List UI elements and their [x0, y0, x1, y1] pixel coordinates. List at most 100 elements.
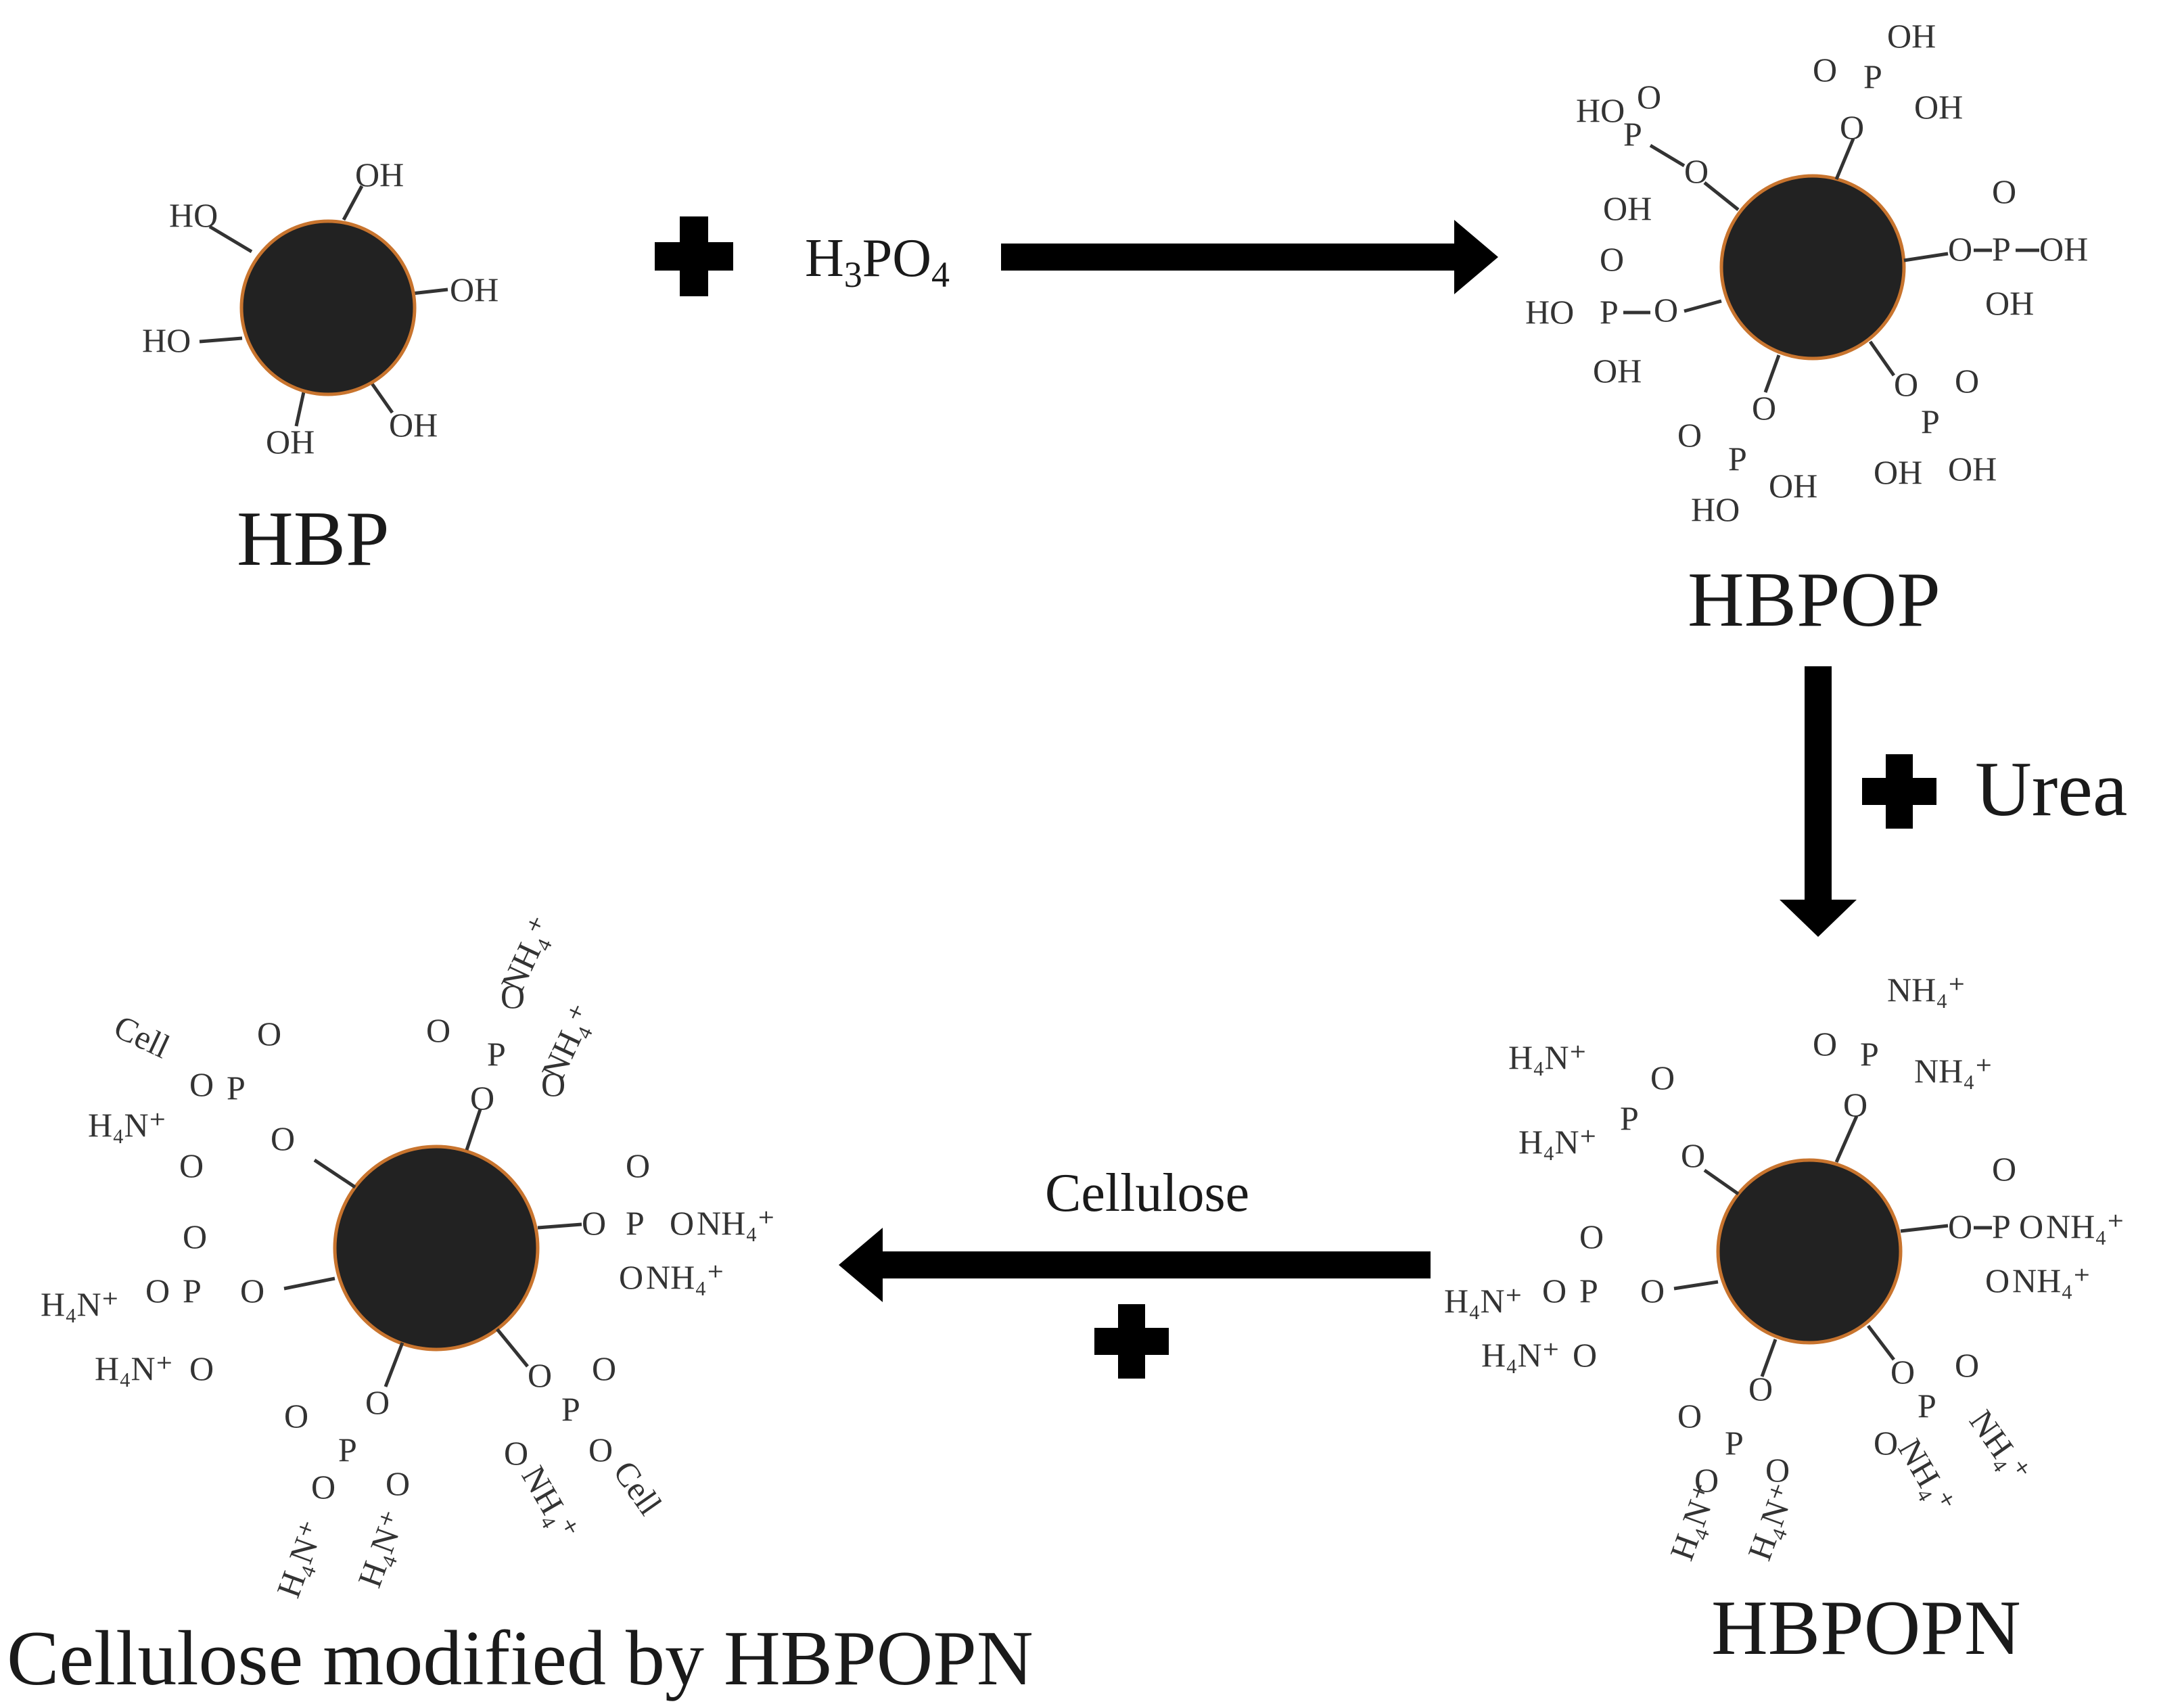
product-p: P — [227, 1069, 246, 1107]
hbpopn-p: P — [1992, 1207, 2011, 1245]
hbpop-o: O — [1684, 152, 1709, 190]
hbpop-o: O — [1948, 230, 1972, 268]
hbpop-molecule: O P HO O OH O P O OH OH O P OH O OH O P … — [1525, 17, 2088, 643]
hbpop-o: O — [1840, 108, 1864, 146]
hbpop-o: O — [1637, 78, 1661, 116]
product-o: O — [470, 1079, 494, 1117]
product-o: O — [582, 1204, 606, 1242]
product-h4n: H₄N⁺ — [41, 1285, 119, 1323]
hbpop-oh: OH — [1874, 453, 1922, 491]
hbpopn-o: O — [1985, 1262, 2010, 1299]
product-o: O — [365, 1383, 390, 1421]
hbp-ho-top-left: HO — [169, 196, 218, 234]
hbpop-o: O — [1654, 291, 1678, 329]
hbpopn-o: O — [1955, 1346, 1979, 1384]
hbp-oh-right: OH — [450, 271, 498, 308]
hbpopn-o: O — [1992, 1150, 2016, 1188]
hbpop-o: O — [1600, 240, 1624, 278]
product-p: P — [626, 1204, 645, 1242]
hbpopn-molecule: O P O H₄N⁺ H₄N⁺ O P O NH₄⁺ NH₄⁺ O P O NH… — [1444, 971, 2125, 1671]
product-o: O — [501, 977, 525, 1015]
hbpop-o: O — [1813, 51, 1837, 89]
hbpopn-h4n: H₄N⁺ — [1518, 1123, 1597, 1161]
product-nh4: NH₄⁺ — [697, 1204, 775, 1242]
hbpopn-o: O — [1948, 1207, 1972, 1245]
hbpop-p: P — [1600, 293, 1619, 331]
hbp-oh-bottom: OH — [266, 423, 315, 461]
hbpopn-o: O — [1677, 1397, 1702, 1435]
product-molecule: O P O O Cell H₄N⁺ O O P O O NH₄⁺ O NH₄⁺ … — [7, 910, 1034, 1702]
hbpop-oh: OH — [1948, 450, 1997, 488]
hbpopn-o: O — [1640, 1272, 1665, 1310]
product-nh4: NH₄⁺ — [646, 1258, 724, 1296]
hbpopn-h4n: H₄N⁺ — [1663, 1479, 1725, 1565]
hbpopn-h4n: H₄N⁺ — [1444, 1282, 1523, 1320]
reagent-cellulose: Cellulose — [1045, 1163, 1249, 1223]
product-label: Cellulose modified by HBPOPN — [7, 1615, 1034, 1702]
product-o: O — [619, 1258, 643, 1296]
hbpopn-p: P — [1860, 1035, 1879, 1073]
hbpopn-o: O — [2019, 1207, 2043, 1245]
hbpop-o: O — [1752, 389, 1776, 427]
hbpop-ho: HO — [1576, 91, 1625, 129]
product-h4n: H₄N⁺ — [95, 1349, 173, 1387]
hbpopn-o: O — [1890, 1353, 1915, 1391]
hbpopn-o: O — [1694, 1461, 1719, 1499]
product-o: O — [189, 1065, 214, 1103]
hbpopn-p: P — [1918, 1387, 1936, 1425]
hbpop-p: P — [1921, 402, 1940, 440]
reagent-urea: Urea — [1975, 746, 2127, 833]
product-o: O — [592, 1349, 616, 1387]
hbpop-oh: OH — [1603, 189, 1652, 227]
product-cell: Cell — [606, 1454, 670, 1521]
product-o: O — [426, 1011, 450, 1049]
hbpop-o: O — [1955, 362, 1979, 400]
hbpopn-o: O — [1765, 1451, 1790, 1489]
hbpop-oh: OH — [1593, 352, 1642, 390]
product-o: O — [541, 1065, 565, 1103]
hbpop-p: P — [1992, 230, 2011, 268]
hbpopn-label: HBPOPN — [1711, 1585, 2021, 1671]
hbpopn-o: O — [1579, 1218, 1604, 1255]
hbpopn-nh4: NH₄⁺ — [1890, 1433, 1963, 1519]
arrow-down — [1780, 666, 1857, 937]
product-o: O — [311, 1468, 335, 1506]
product-p: P — [183, 1272, 202, 1310]
hbpop-p: P — [1623, 115, 1642, 153]
hbpop-oh: OH — [1887, 17, 1936, 55]
hbpopn-h4n: H₄N⁺ — [1740, 1479, 1803, 1565]
hbpop-core — [1719, 174, 1906, 361]
product-o: O — [271, 1120, 295, 1157]
product-o: O — [257, 1015, 281, 1053]
product-o: O — [588, 1431, 613, 1469]
hbpopn-nh4: NH₄⁺ — [1914, 1052, 1993, 1090]
hbpopn-nh4: NH₄⁺ — [2046, 1207, 2125, 1245]
hbpopn-p: P — [1725, 1424, 1744, 1462]
hbpop-o: O — [1677, 416, 1702, 454]
product-p: P — [338, 1431, 357, 1469]
hbpopn-h4n: H₄N⁺ — [1481, 1336, 1560, 1374]
hbpop-ho: HO — [1525, 293, 1574, 331]
product-p: P — [487, 1035, 506, 1073]
hbpopn-nh4: NH₄⁺ — [1887, 971, 1966, 1009]
product-h4n: H₄N⁺ — [88, 1106, 166, 1144]
product-o: O — [504, 1434, 528, 1472]
hbpopn-o: O — [1748, 1370, 1773, 1408]
product-o: O — [183, 1218, 207, 1255]
hbp-ho-left: HO — [142, 321, 191, 359]
arrow-left — [839, 1228, 1431, 1302]
product-core — [333, 1145, 540, 1352]
product-h4n: H₄N⁺ — [350, 1506, 413, 1592]
hbpop-oh: OH — [1914, 88, 1963, 126]
hbp-core — [239, 219, 417, 396]
product-o: O — [386, 1464, 410, 1502]
product-o: O — [145, 1272, 170, 1310]
reagent-h3po4: H3PO4 — [805, 229, 950, 295]
plus-icon — [1862, 754, 1936, 829]
hbpop-oh: OH — [2039, 230, 2088, 268]
hbpop-o: O — [1992, 172, 2016, 210]
product-o: O — [284, 1397, 308, 1435]
hbpop-oh: OH — [1985, 284, 2034, 322]
